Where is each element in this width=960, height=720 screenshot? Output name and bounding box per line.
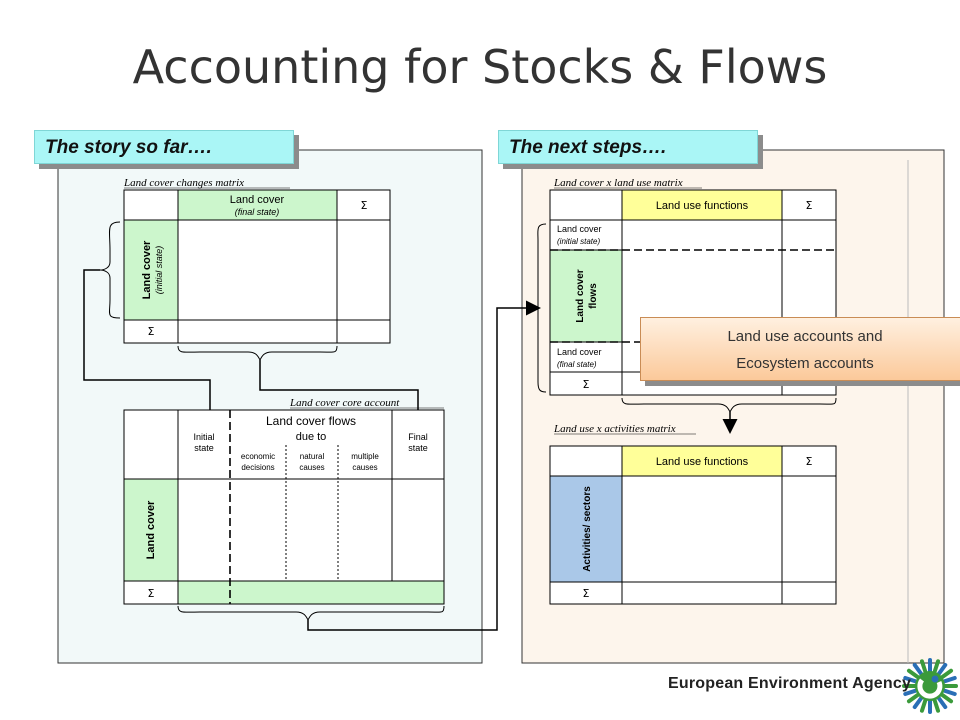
arrow-to-land-cover-flows [307, 300, 541, 631]
eea-logo-ray [903, 675, 919, 684]
story-so-far-banner: The story so far…. [34, 130, 294, 164]
land-cover-changes-matrix: Land cover changes matrix Land cover (fi… [123, 177, 391, 344]
arrow-to-final-state [259, 360, 426, 426]
eea-logo-ray [906, 692, 921, 704]
matrix3-sigma-top: Σ [806, 199, 813, 212]
callout-line-2: Ecosystem accounts [736, 355, 874, 372]
matrix2-economic: economic [241, 452, 275, 461]
matrix4-row-header [549, 475, 623, 583]
eea-logo-ray [912, 662, 924, 677]
eea-logo-ray [939, 668, 954, 680]
matrix1-row-header-sub: (initial state) [154, 246, 164, 295]
eea-logo-ray [939, 692, 954, 704]
matrix4-row-header-text: Activities/ sectors [582, 486, 593, 572]
land-use-activities-matrix: Land use x activities matrix Land use fu… [549, 423, 837, 605]
matrix4-col-header-text: Land use functions [656, 456, 749, 468]
eea-logo-ray [932, 697, 941, 713]
matrix1-sigma-bottom: Σ [148, 325, 155, 338]
matrix3-col-header [621, 189, 783, 221]
matrix3-row3: Land cover [557, 347, 602, 357]
matrix3-flows-text: Land cover [575, 269, 586, 322]
eea-logo-ray [941, 675, 957, 684]
matrix2-economic-2: decisions [241, 463, 274, 472]
callout-line-1: Land use accounts and [727, 328, 883, 345]
eea-logo-ray [936, 695, 948, 710]
matrix4-caption: Land use x activities matrix [553, 423, 676, 435]
matrix2-row-header-text: Land cover [145, 500, 157, 559]
matrix2-row-header [123, 478, 179, 582]
matrix2-initial-state-2: state [194, 443, 214, 453]
matrix1-row-header [123, 219, 179, 321]
eea-logo-ray [932, 659, 941, 675]
matrix2-due-to: due to [296, 431, 327, 443]
matrix2-flows-header: Land cover flows [266, 414, 356, 428]
matrix2-natural: natural [300, 452, 325, 461]
matrix3-flows-header [549, 249, 623, 343]
arrow-to-initial-state [83, 269, 218, 426]
matrix1-caption: Land cover changes matrix [123, 177, 244, 189]
matrix1-col-header-sub: (final state) [235, 207, 280, 217]
matrix2-sigma: Σ [148, 587, 155, 600]
land-cover-core-account: Land cover core account Land cover flows… [123, 397, 445, 605]
eea-logo-ray [903, 688, 919, 697]
eea-logo-icon [902, 658, 958, 714]
matrix2-final-state: Final [408, 432, 428, 442]
eea-logo-ray [919, 659, 928, 675]
matrix4-sigma-bottom: Σ [583, 587, 590, 600]
matrix3-row1: Land cover [557, 224, 602, 234]
matrix2-caption: Land cover core account [289, 397, 400, 409]
matrix2-initial-state: Initial [193, 432, 214, 442]
matrix2-multiple-2: causes [352, 463, 377, 472]
matrix3-caption: Land cover x land use matrix [553, 177, 683, 189]
matrix4-sigma-top: Σ [806, 455, 813, 468]
next-steps-banner: The next steps…. [498, 130, 758, 164]
matrix2-final-state-2: state [408, 443, 428, 453]
matrix1-row-header-text: Land cover [141, 240, 153, 299]
matrix3-sigma-bottom: Σ [583, 378, 590, 391]
matrix1-sigma-top: Σ [361, 199, 368, 212]
eea-logo-ray [941, 688, 957, 697]
agency-name: European Environment Agency [668, 675, 912, 692]
matrix3-flows-text-2: flows [588, 283, 599, 309]
matrix3-col-header-text: Land use functions [656, 200, 749, 212]
page-title: Accounting for Stocks & Flows [132, 40, 828, 94]
land-use-accounts-callout: Land use accounts and Ecosystem accounts [640, 317, 960, 381]
matrix1-col-header-text: Land cover [230, 194, 285, 206]
matrix2-multiple: multiple [351, 452, 379, 461]
eea-logo-ray [936, 662, 948, 677]
matrix3-row1-sub: (initial state) [557, 237, 600, 246]
matrix3-row3-sub: (final state) [557, 360, 597, 369]
eea-logo-ray [912, 695, 924, 710]
eea-logo-ray [906, 668, 921, 680]
matrix2-total-row [177, 580, 445, 605]
matrix2-natural-2: causes [299, 463, 324, 472]
eea-logo-ray [919, 697, 928, 713]
matrix3-left-bracket [537, 223, 547, 393]
